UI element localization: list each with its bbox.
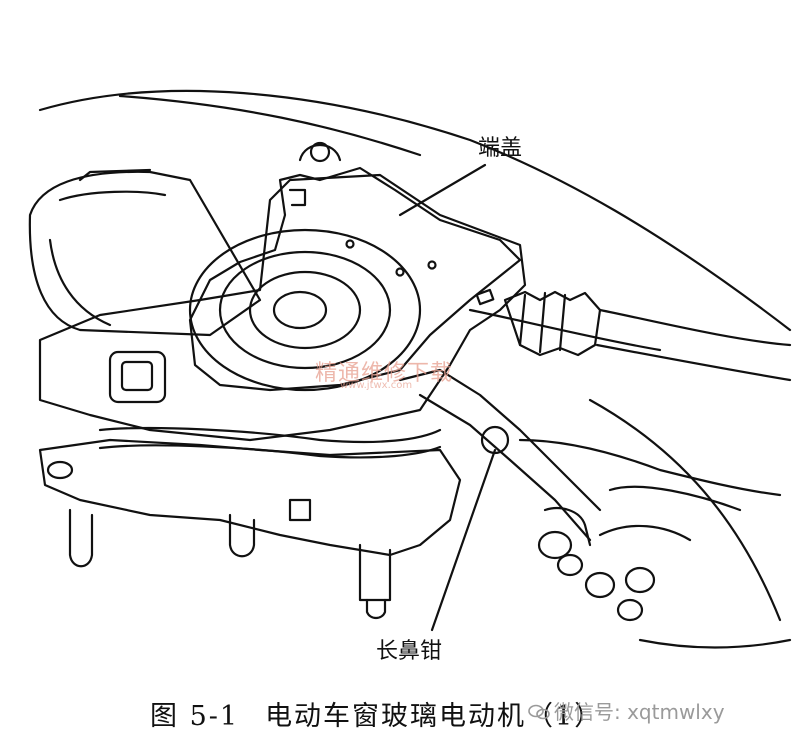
hand-with-pliers [398,308,792,649]
end-cap-outline [188,166,522,392]
caption-title: 电动车窗玻璃电动机（1） [265,701,604,732]
wechat-id-text: 微信号: xqtmwlxy [554,700,725,724]
leader-end-cap [398,163,487,217]
leader-pliers [430,448,497,632]
motor-cylinder [28,168,262,337]
label-pliers: 长鼻钳 [376,639,443,664]
wire-connector [503,290,792,382]
caption-number: 图 5-1 [150,701,240,732]
mounting-base [38,350,462,620]
watermark-text: 精通维修下载 [315,361,454,386]
door-frame-arcs [38,89,792,622]
figure-caption: 图 5-1 电动车窗玻璃电动机（1） [150,694,603,733]
wechat-icon [528,704,550,720]
watermark-url: www.jtwx.com [340,380,413,391]
label-end-cap: 端盖 [478,136,523,161]
gear-housing [38,141,527,442]
wechat-watermark: 微信号: xqtmwlxy [528,696,725,725]
